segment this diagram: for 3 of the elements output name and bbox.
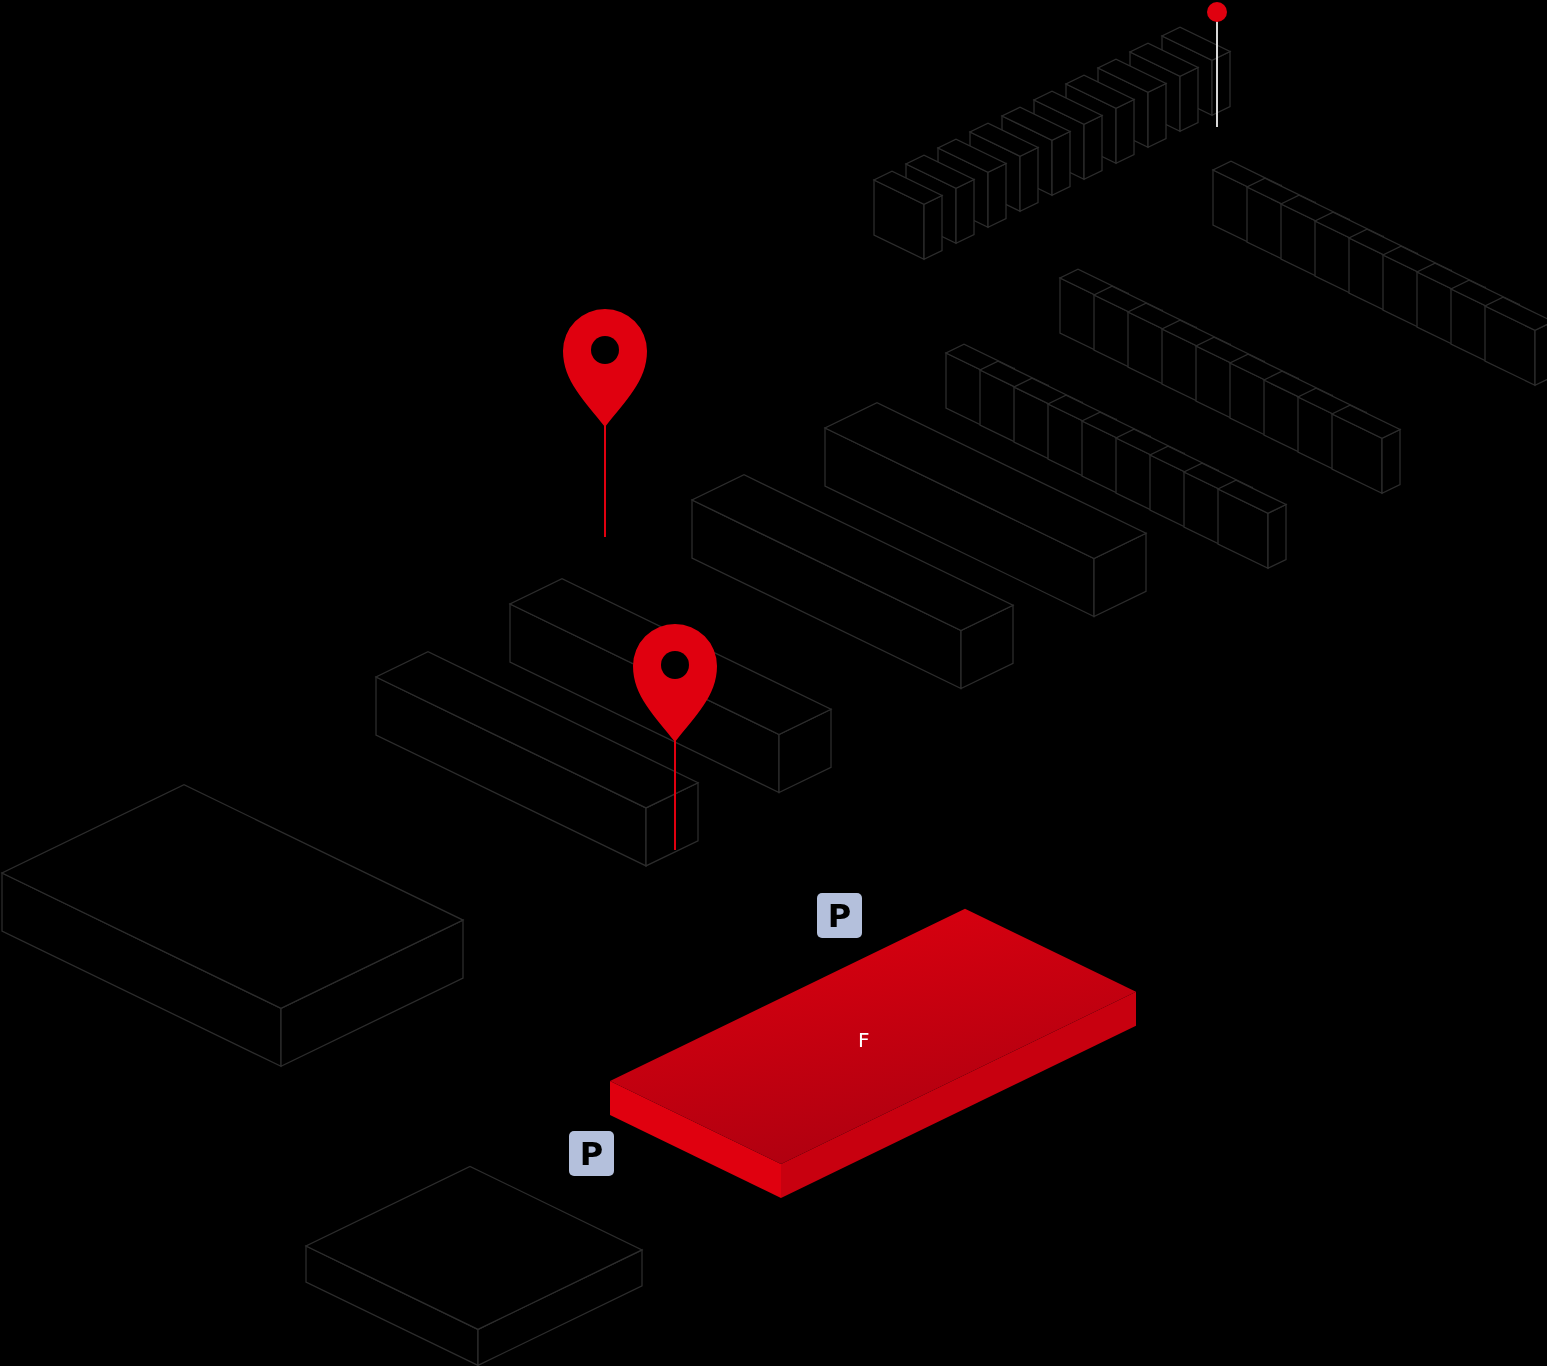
- block-label: F: [858, 1028, 870, 1052]
- parking-sign: P: [569, 1131, 614, 1176]
- parking-sign: P: [817, 893, 862, 938]
